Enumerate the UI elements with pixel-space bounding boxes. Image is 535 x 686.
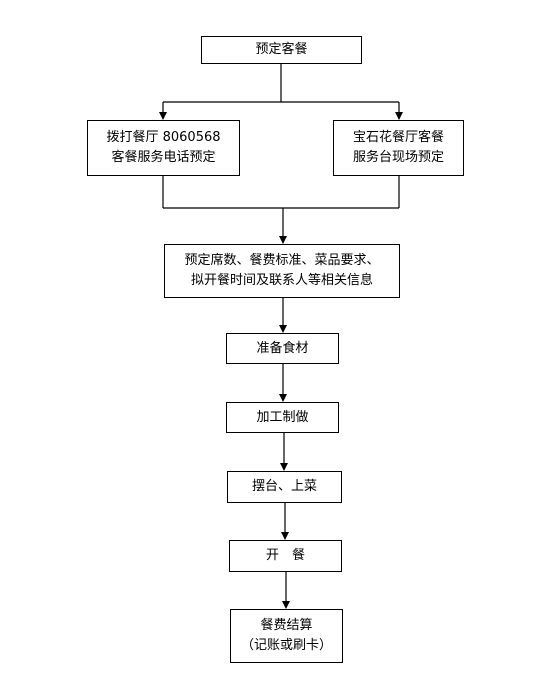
node-reserve-banquet: 预定客餐	[201, 36, 362, 64]
node-desk-reservation: 宝石花餐厅客餐 服务台现场预定	[333, 120, 464, 176]
node-desk-reservation-line-2: 服务台现场预定	[352, 150, 444, 165]
node-cooking: 加工制做	[226, 402, 339, 433]
node-cooking-line-1: 加工制做	[256, 409, 309, 425]
node-reservation-details-line-2: 拟开餐时间及联系人等相关信息	[190, 273, 373, 288]
node-start-meal-line-1: 开 餐	[265, 548, 305, 563]
node-phone-reservation-line-1: 拨打餐厅 8060568	[106, 130, 221, 145]
node-set-table-serve-line-1: 摆台、上菜	[251, 479, 317, 494]
node-start-meal: 开 餐	[229, 540, 342, 572]
node-phone-reservation: 拨打餐厅 8060568 客餐服务电话预定	[87, 120, 240, 176]
node-desk-reservation-line-1: 宝石花餐厅客餐	[352, 130, 444, 145]
node-checkout-line-1: 餐费结算	[260, 618, 313, 633]
node-set-table-serve: 摆台、上菜	[227, 471, 342, 503]
node-reserve-banquet-line-1: 预定客餐	[255, 42, 308, 57]
node-reservation-details: 预定席数、餐费标准、菜品要求、 拟开餐时间及联系人等相关信息	[164, 244, 400, 298]
node-prepare-ingredients: 准备食材	[226, 333, 339, 364]
node-reservation-details-line-1: 预定席数、餐费标准、菜品要求、	[184, 253, 380, 268]
node-checkout-line-2: （记账或刷卡）	[240, 638, 332, 653]
node-checkout: 餐费结算 （记账或刷卡）	[230, 609, 343, 663]
node-phone-reservation-line-2: 客餐服务电话预定	[111, 150, 216, 165]
node-prepare-ingredients-line-1: 准备食材	[256, 340, 309, 356]
